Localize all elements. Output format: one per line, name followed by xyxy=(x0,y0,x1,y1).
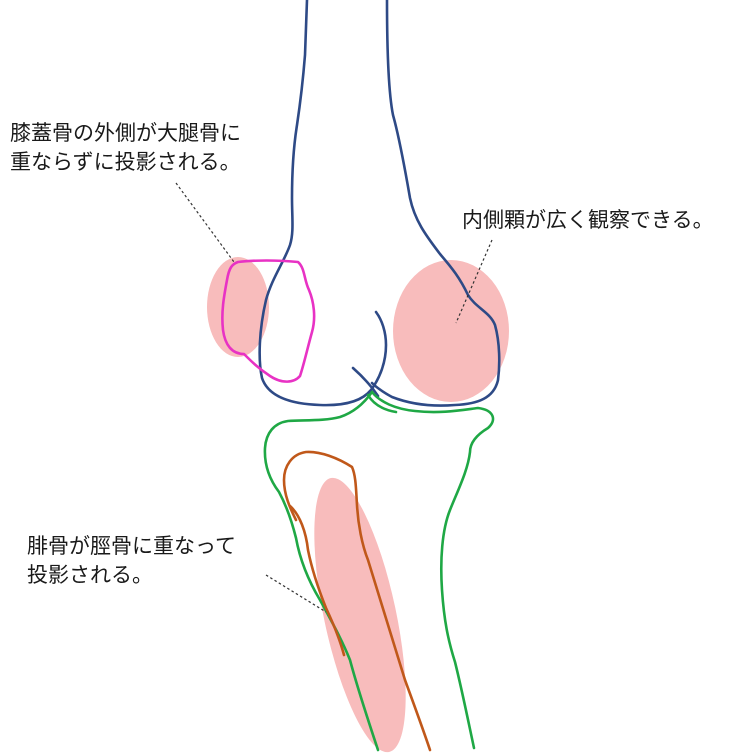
patella-outline xyxy=(221,259,316,383)
medial-condyle-annotation-line-1: 内側顆が広く観察できる。 xyxy=(462,208,714,232)
medial-condyle-highlight xyxy=(393,260,509,402)
femur-lateral-edge xyxy=(258,0,388,407)
patella-annotation: 膝蓋骨の外側が大腿骨に 重ならずに投影される。 xyxy=(10,119,241,177)
fibula-annotation-line-1: 腓骨が脛骨に重なって xyxy=(27,534,236,558)
fibula-highlight xyxy=(314,477,406,753)
fibula-annotation-line-2: 投影される。 xyxy=(27,563,153,587)
tibia-eminence xyxy=(366,393,398,414)
fibula-annotation: 腓骨が脛骨に重なって 投影される。 xyxy=(27,532,236,590)
fibula-shaft-medial xyxy=(288,504,346,657)
patella-leader xyxy=(175,182,235,263)
femur-notch xyxy=(351,366,380,398)
femur-outline xyxy=(258,0,501,407)
leader-lines xyxy=(175,182,493,613)
patella-annotation-line-2: 重ならずに投影される。 xyxy=(10,150,241,174)
tibia-outline xyxy=(263,390,495,752)
femur-medial-edge xyxy=(370,0,501,407)
patella-annotation-line-1: 膝蓋骨の外側が大腿骨に xyxy=(10,121,241,145)
tibia-plateau xyxy=(263,390,380,752)
tibia-plateau-medial xyxy=(370,390,495,750)
fibula-leader xyxy=(265,574,327,613)
medial-condyle-annotation: 内側顆が広く観察できる。 xyxy=(462,206,714,235)
fibula-head-lateral xyxy=(282,450,432,752)
condyle-leader xyxy=(455,239,493,324)
fibula-outline xyxy=(282,450,432,752)
